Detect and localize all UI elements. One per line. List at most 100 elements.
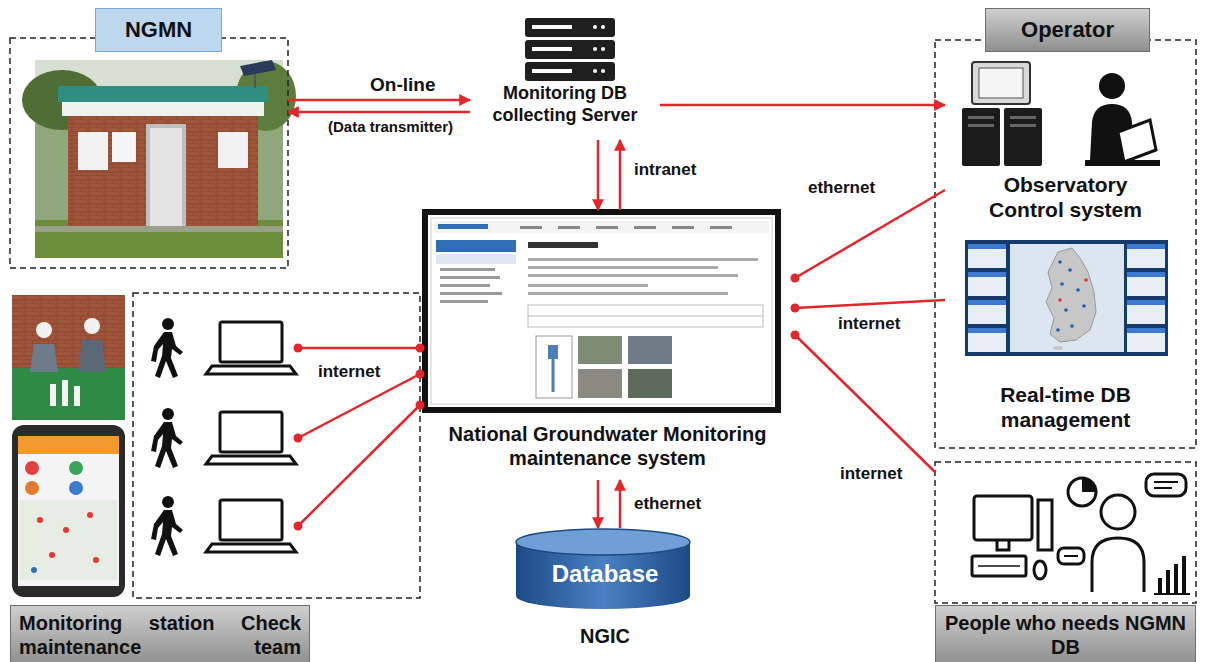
web-screenshot <box>710 226 732 229</box>
map-screenshot <box>1127 328 1165 352</box>
map-screenshot <box>1127 272 1165 296</box>
group-tag: NGMN <box>95 8 222 52</box>
maintenance-icons <box>206 500 296 552</box>
operator-icons <box>962 108 1000 166</box>
people-icons <box>1154 481 1178 483</box>
worker-photo <box>30 344 58 372</box>
station-photo <box>58 86 268 102</box>
people-icons <box>1092 538 1144 592</box>
worker-photo <box>36 322 52 338</box>
maintenance-icons <box>206 412 296 464</box>
connector <box>795 190 945 278</box>
map-screenshot <box>1070 324 1074 328</box>
people-icons <box>997 540 1009 550</box>
web-screenshot <box>438 224 488 229</box>
web-screenshot <box>672 226 694 229</box>
web-screenshot <box>431 218 772 404</box>
people-icons <box>972 556 1026 576</box>
web-screenshot <box>436 254 516 264</box>
dashed-frame <box>935 40 1196 448</box>
connector <box>597 480 600 528</box>
web-screenshot <box>520 226 542 229</box>
station-photo <box>35 60 283 258</box>
maintenance-icons <box>151 408 183 468</box>
web-screenshot <box>440 292 502 295</box>
people-icons <box>1101 495 1135 529</box>
phone-app <box>25 481 39 495</box>
station-photo <box>150 128 182 226</box>
server-icon <box>532 69 572 73</box>
connector <box>795 335 935 472</box>
worker-photo <box>12 295 125 420</box>
connector <box>597 140 600 210</box>
map-screenshot <box>1010 244 1124 352</box>
connector <box>298 347 420 350</box>
maintenance-system-node: National Groundwater Monitoring maintena… <box>420 210 795 480</box>
map-screenshot <box>1060 282 1064 286</box>
people-icons <box>1058 548 1084 564</box>
operator-icons <box>968 116 994 119</box>
group-tag: People who needs NGMN DB <box>935 605 1196 662</box>
map-screenshot <box>1082 304 1086 308</box>
server-icon <box>525 18 615 37</box>
dashed-frame <box>10 38 288 268</box>
server-node: Monitoring DB collecting Server <box>470 15 660 140</box>
web-screenshot <box>436 240 516 252</box>
web-screenshot <box>596 226 618 229</box>
station-photo <box>78 132 108 170</box>
web-screenshot <box>634 226 656 229</box>
web-screenshot <box>425 212 778 410</box>
operator-icons <box>972 62 1030 104</box>
station-photo <box>35 226 283 232</box>
map-screenshot <box>968 244 1006 268</box>
worker-photo <box>78 340 106 372</box>
user-group: People who needs NGMN DB <box>935 462 1196 603</box>
people-icons <box>1068 478 1096 506</box>
phone-app <box>93 557 99 563</box>
people-icons <box>978 565 1020 567</box>
web-screenshot <box>528 305 763 327</box>
maintenance-icons <box>151 496 183 556</box>
web-screenshot <box>528 258 758 261</box>
web-screenshot <box>528 266 718 269</box>
database-node: DatabaseNGIC <box>510 528 700 660</box>
web-screenshot <box>440 300 488 303</box>
map-screenshot <box>968 272 1006 296</box>
people-icons <box>1038 500 1052 550</box>
dashed-frame <box>935 462 1196 603</box>
people-icons <box>1158 578 1162 594</box>
operator-icons <box>1099 73 1125 99</box>
connector <box>288 99 470 102</box>
people-icons <box>1174 564 1178 594</box>
phone-app <box>20 500 117 580</box>
connector <box>619 480 622 528</box>
station-photo <box>218 132 248 168</box>
map-screenshot <box>1053 346 1063 350</box>
phone-app <box>69 461 83 475</box>
server-icon <box>601 25 605 29</box>
web-screenshot <box>528 274 738 277</box>
server-icon <box>601 47 605 51</box>
server-icon <box>525 18 615 81</box>
operator-icons <box>962 62 1160 166</box>
station-photo <box>62 102 264 116</box>
realtime-db-node: Real-time DB management <box>945 238 1186 443</box>
worker-photo <box>50 384 56 406</box>
connector-label: (Data transmitter) <box>326 118 455 136</box>
map-screenshot <box>968 300 1006 305</box>
web-screenshot <box>434 221 769 233</box>
connector <box>288 111 470 114</box>
map-screenshot <box>1127 300 1165 305</box>
map-screenshot <box>1084 278 1088 282</box>
operator-icons <box>1004 108 1042 166</box>
phone-app <box>18 436 119 586</box>
database-cylinder <box>516 529 690 555</box>
station-photo <box>22 60 296 258</box>
maintenance-group: Monitoring station Check maintenance tea… <box>133 293 420 598</box>
server-icon <box>525 40 615 59</box>
group-tag: Operator <box>985 8 1150 52</box>
map-screenshot <box>1127 300 1165 324</box>
operator-icons <box>968 124 994 127</box>
station-group: NGMN <box>10 38 288 268</box>
